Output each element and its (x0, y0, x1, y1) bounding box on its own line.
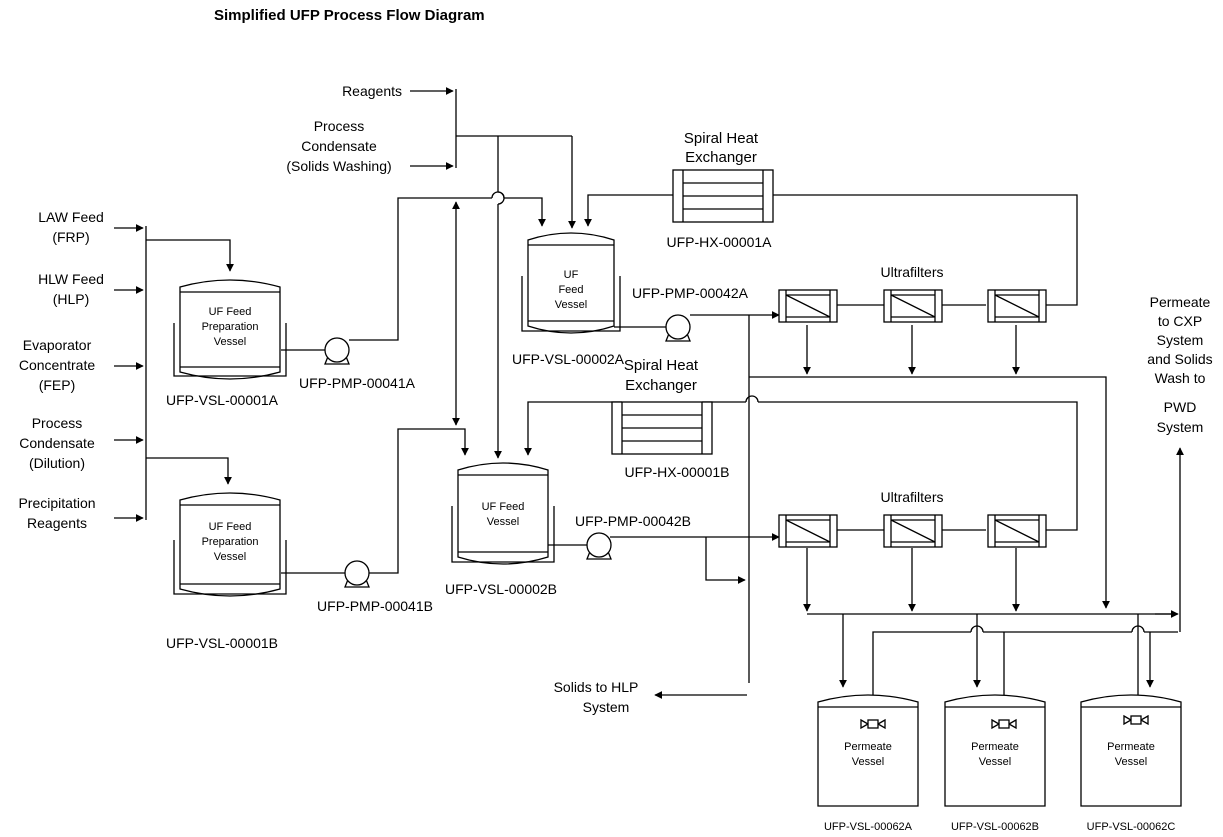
prep-b-label-1: UF Feed (209, 521, 252, 533)
pump-42a (665, 314, 691, 342)
solids-dest-1: Solids to HLP (554, 679, 639, 695)
vessel-b-tag: UFP-VSL-00002B (445, 581, 557, 597)
hx-a-to-vessel-a (584, 194, 683, 227)
vessel-b-label-1: UF Feed (482, 501, 525, 513)
vessel-a-label-2: Feed (558, 284, 583, 296)
law-feed-label-1: LAW Feed (38, 209, 104, 225)
permeate-dest-7: System (1157, 419, 1204, 435)
evap-label-3: (FEP) (39, 377, 76, 393)
hx-a-label-2: Exchanger (685, 149, 757, 166)
pump-41a-to-vessel-a (504, 197, 546, 227)
permeate-dest-4: and Solids (1147, 351, 1212, 367)
heat-exchanger-b (611, 401, 713, 455)
pump-42a-tag: UFP-PMP-00042A (632, 285, 749, 301)
ultrafilter-b1 (778, 514, 838, 548)
ultrafilter-a3 (987, 289, 1047, 323)
solids-dest-2: System (583, 699, 630, 715)
diagram-title: Simplified UFP Process Flow Diagram (214, 7, 485, 24)
permeate-a-label-2: Vessel (852, 756, 884, 768)
hx-b-tag: UFP-HX-00001B (624, 464, 729, 480)
prep-b-label-3: Vessel (214, 551, 246, 563)
ultrafilter-b2 (883, 514, 943, 548)
pump-42b (586, 532, 612, 560)
hx-a-label-1: Spiral Heat (684, 130, 759, 147)
vessel-a-label-3: Vessel (555, 299, 587, 311)
hx-b-label-1: Spiral Heat (624, 357, 699, 374)
permeate-b-label-2: Vessel (979, 756, 1011, 768)
condensate-solids-label-2: Condensate (301, 138, 377, 154)
prep-a-label-2: Preparation (202, 321, 259, 333)
permeate-a-label-1: Permeate (844, 741, 892, 753)
hx-b-label-2: Exchanger (625, 377, 697, 394)
permeate-c-tag: UFP-VSL-00062C (1087, 821, 1176, 833)
permeate-a-tag: UFP-VSL-00062A (824, 821, 913, 833)
piping (114, 87, 1184, 720)
condensate-solids-label-1: Process (314, 118, 365, 134)
pump-42b-tag: UFP-PMP-00042B (575, 513, 691, 529)
permeate-vessel-b: Permeate Vessel (944, 694, 1046, 807)
dilution-label-3: (Dilution) (29, 455, 85, 471)
permeate-dest-2: to CXP (1158, 313, 1202, 329)
prep-b-label-2: Preparation (202, 536, 259, 548)
permeate-dest-1: Permeate (1150, 294, 1211, 310)
dilution-label-1: Process (32, 415, 83, 431)
condensate-solids-label-3: (Solids Washing) (286, 158, 391, 174)
permeate-dest-5: Wash to (1155, 370, 1206, 386)
uf-a-return (763, 194, 1078, 306)
pump-41a (324, 337, 350, 365)
ultrafilters-label-a: Ultrafilters (880, 264, 943, 280)
permeate-vessel-c: Permeate Vessel (1080, 694, 1182, 807)
vessel-a-tag: UFP-VSL-00002A (512, 351, 625, 367)
manifold-to-prep-a (146, 239, 234, 272)
permeate-dest-6: PWD (1164, 399, 1197, 415)
vessel-b-label-2: Vessel (487, 516, 519, 528)
pump-42b-to-solids (705, 537, 746, 584)
ultrafilter-a1 (778, 289, 838, 323)
pump-41a-discharge (349, 197, 492, 341)
prep-b-tag: UFP-VSL-00001B (166, 635, 278, 651)
hlw-feed-label-2: (HLP) (53, 291, 90, 307)
prep-a-label-3: Vessel (214, 336, 246, 348)
hx-b-to-vessel-b (524, 401, 622, 456)
ultrafilter-a2 (883, 289, 943, 323)
precip-label-1: Precipitation (18, 495, 95, 511)
feed-prep-vessel-a: UF Feed Preparation Vessel (173, 279, 287, 380)
prep-a-label-1: UF Feed (209, 306, 252, 318)
heat-exchanger-a (672, 169, 774, 223)
pump-41b-to-vessel-b (369, 428, 469, 574)
evap-label-2: Concentrate (19, 357, 95, 373)
precip-label-2: Reagents (27, 515, 87, 531)
vessel-a-label-1: UF (564, 269, 579, 281)
pump-41a-crossover (491, 191, 505, 199)
permeate-return-1 (872, 631, 971, 720)
pump-41b (344, 560, 370, 588)
uf-b-return-1 (758, 401, 1078, 531)
hx-a-tag: UFP-HX-00001A (666, 234, 772, 250)
feed-prep-vessel-b: UF Feed Preparation Vessel (173, 492, 287, 597)
uf-b-return-crossover (745, 395, 759, 403)
pump-41b-tag: UFP-PMP-00041B (317, 598, 433, 614)
pump-41a-tag: UFP-PMP-00041A (299, 375, 416, 391)
evap-label-1: Evaporator (23, 337, 92, 353)
permeate-b-tag: UFP-VSL-00062B (951, 821, 1039, 833)
permeate-b-label-1: Permeate (971, 741, 1019, 753)
manifold-to-prep-b (146, 457, 232, 485)
ultrafilter-b3 (987, 514, 1047, 548)
permeate-c-label-2: Vessel (1115, 756, 1147, 768)
ultrafilters-label-b: Ultrafilters (880, 489, 943, 505)
uf-feed-vessel-a: UF Feed Vessel (521, 232, 621, 334)
permeate-dest-3: System (1157, 332, 1204, 348)
permeate-c-label-1: Permeate (1107, 741, 1155, 753)
prep-a-tag: UFP-VSL-00001A (166, 392, 279, 408)
dilution-label-2: Condensate (19, 435, 95, 451)
hlw-feed-label-1: HLW Feed (38, 271, 104, 287)
uf-feed-vessel-b: UF Feed Vessel (451, 462, 555, 565)
law-feed-label-2: (FRP) (52, 229, 89, 245)
reagents-label: Reagents (342, 83, 402, 99)
permeate-vessel-a: Permeate Vessel (817, 694, 919, 807)
permeate-a-header (749, 376, 1110, 609)
